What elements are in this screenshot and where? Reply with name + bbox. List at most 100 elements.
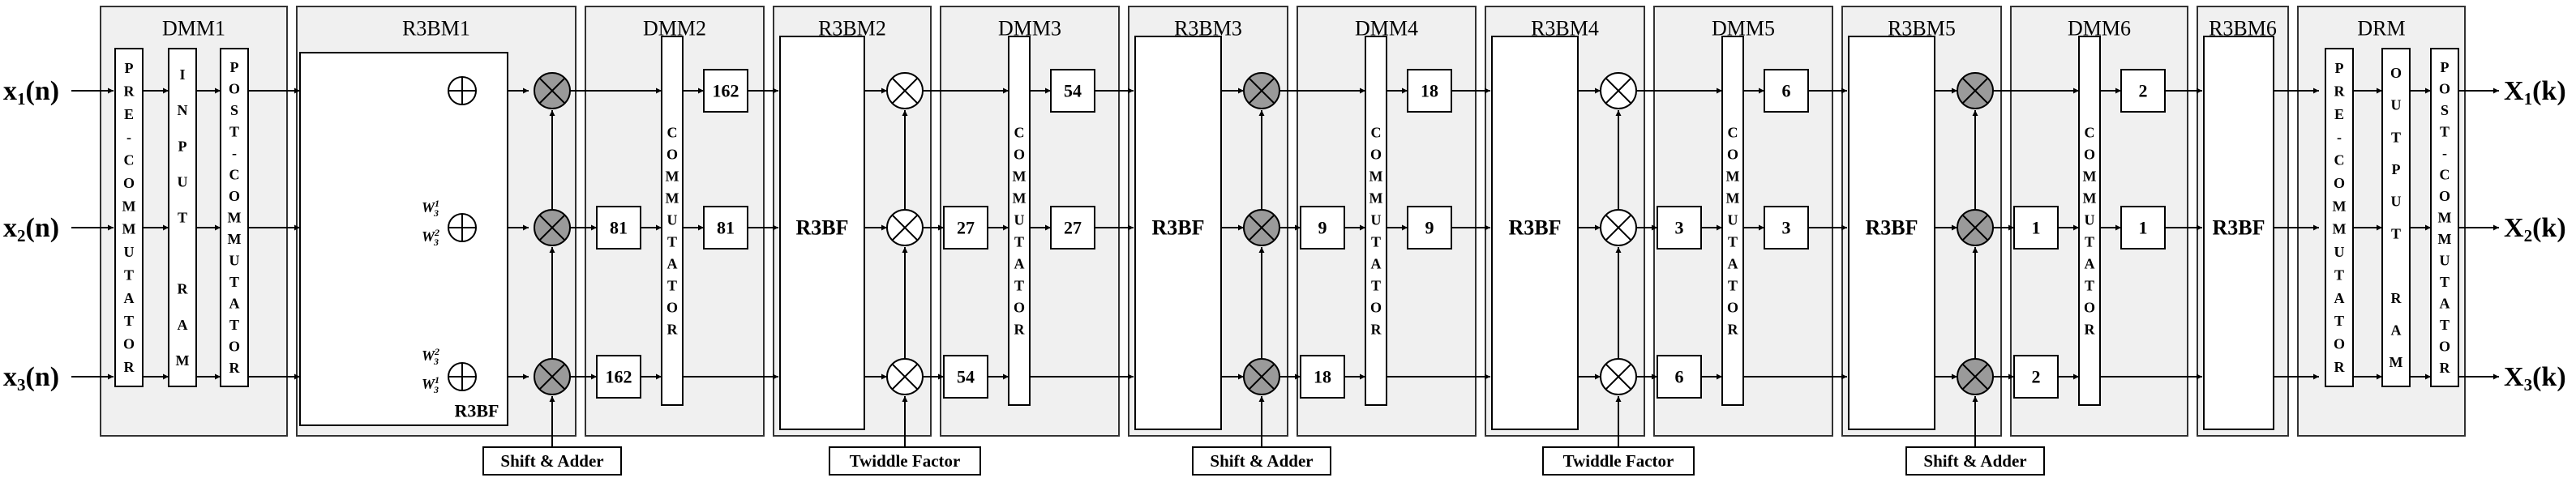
multiplier-cross bbox=[1248, 363, 1275, 390]
dmm5-output-delay-value: 6 bbox=[1782, 81, 1791, 101]
dmm2-input-delay-block bbox=[596, 206, 641, 250]
r3bm3-r3bf-label: R3BF bbox=[1152, 216, 1205, 240]
multiplier-cross bbox=[891, 214, 919, 241]
multiplier-cross bbox=[538, 363, 566, 390]
input-label-x1: x1(n) bbox=[3, 76, 59, 109]
dmm4-title: DMM4 bbox=[1355, 17, 1418, 41]
dmm1-block-2 bbox=[220, 48, 249, 387]
dmm2-output-delay-value: 81 bbox=[717, 218, 735, 238]
adder bbox=[448, 362, 477, 391]
dmm4-input-delay-block bbox=[1300, 206, 1345, 250]
shift-multiplier bbox=[1243, 358, 1280, 395]
dmm1-title: DMM1 bbox=[162, 17, 225, 41]
dmm6-title: DMM6 bbox=[2068, 17, 2131, 41]
dmm6-output-delay-block bbox=[2120, 206, 2166, 250]
adder bbox=[448, 213, 477, 242]
dmm5-input-delay-block bbox=[1657, 206, 1702, 250]
dmm3-input-delay-value: 27 bbox=[957, 218, 975, 238]
input-label-x3: x3(n) bbox=[3, 362, 59, 395]
dmm6-output-delay-block bbox=[2120, 69, 2166, 113]
dmm5-output-delay-block bbox=[1764, 206, 1809, 250]
twiddle-multiplier bbox=[886, 209, 924, 246]
twiddle-multiplier bbox=[1600, 209, 1637, 246]
dmm3-output-delay-block bbox=[1050, 206, 1095, 250]
r3bm4-r3bf-label: R3BF bbox=[1509, 216, 1562, 240]
twiddle-factor-label: Twiddle Factor bbox=[850, 451, 961, 471]
multiplier-cross bbox=[1961, 214, 1989, 241]
dmm3-input-delay-block bbox=[943, 206, 988, 250]
output-label-X3: X3(k) bbox=[2504, 362, 2566, 395]
dmm3-input-delay-block bbox=[943, 355, 988, 399]
dmm4-output-delay-block bbox=[1407, 206, 1452, 250]
r3bm2-r3bf-block bbox=[779, 36, 865, 430]
dmm2-output-delay-block bbox=[703, 206, 748, 250]
dmm2-input-delay-value: 162 bbox=[606, 367, 632, 387]
twiddle-multiplier bbox=[1600, 358, 1637, 395]
dmm6-input-delay-block bbox=[2013, 206, 2059, 250]
multiplier-cross bbox=[1961, 77, 1989, 105]
multiplier-column-1 bbox=[534, 72, 571, 395]
dmm4-input-delay-value: 18 bbox=[1314, 367, 1331, 387]
r3bm5-r3bf-label: R3BF bbox=[1866, 216, 1918, 240]
r3bm2-title: R3BM2 bbox=[818, 17, 886, 41]
multiplier-column-4 bbox=[1600, 72, 1637, 395]
dmm2-title: DMM2 bbox=[643, 17, 706, 41]
dmm2-commutator-block bbox=[661, 36, 684, 406]
drm-title: DRM bbox=[2357, 17, 2405, 41]
dmm6-commutator-block bbox=[2078, 36, 2101, 406]
shift-adder-box bbox=[1905, 446, 2045, 476]
r3bm1-title: R3BM1 bbox=[402, 17, 470, 41]
dmm2-input-delay-block bbox=[596, 355, 641, 399]
dmm5-input-delay-value: 6 bbox=[1675, 367, 1684, 387]
dmm5-input-delay-value: 3 bbox=[1675, 218, 1684, 238]
r3bm6-title: R3BM6 bbox=[2209, 17, 2277, 41]
dmm5-commutator-block bbox=[1721, 36, 1744, 406]
dmm1-block-1 bbox=[168, 48, 197, 387]
twiddle-factor-label: Twiddle Factor bbox=[1563, 451, 1674, 471]
multiplier-cross bbox=[1248, 77, 1275, 105]
multiplier-cross bbox=[538, 214, 566, 241]
shift-adder-box bbox=[1192, 446, 1331, 476]
r3bm4-r3bf-block bbox=[1491, 36, 1579, 430]
dmm3-commutator-block bbox=[1008, 36, 1031, 406]
output-label-X2: X2(k) bbox=[2504, 213, 2566, 246]
dmm5-output-delay-value: 3 bbox=[1782, 218, 1791, 238]
r3bm5-r3bf-block bbox=[1848, 36, 1935, 430]
r3bm2-r3bf-label: R3BF bbox=[796, 216, 849, 240]
shift-adder-label: Shift & Adder bbox=[1210, 451, 1313, 471]
dmm5-input-delay-block bbox=[1657, 355, 1702, 399]
dmm4-output-delay-value: 18 bbox=[1421, 81, 1438, 101]
drm-block-0 bbox=[2325, 48, 2354, 387]
shift-adder-label: Shift & Adder bbox=[1923, 451, 2026, 471]
shift-multiplier bbox=[1957, 72, 1994, 109]
shift-multiplier bbox=[1243, 209, 1280, 246]
twiddle-multiplier bbox=[1600, 72, 1637, 109]
dmm4-input-delay-block bbox=[1300, 355, 1345, 399]
r3bm5-title: R3BM5 bbox=[1888, 17, 1956, 41]
shift-multiplier bbox=[1243, 72, 1280, 109]
dmm6-output-delay-value: 1 bbox=[2139, 218, 2148, 238]
r3bm6-r3bf-block bbox=[2203, 36, 2274, 430]
dmm6-output-delay-value: 2 bbox=[2139, 81, 2148, 101]
r3bf-detail-box bbox=[299, 52, 508, 426]
multiplier-cross bbox=[891, 77, 919, 105]
multiplier-column-5 bbox=[1957, 72, 1994, 395]
multiplier-cross bbox=[1248, 214, 1275, 241]
r3bf-detail-label: R3BF bbox=[455, 401, 499, 421]
r3bm3-r3bf-block bbox=[1134, 36, 1222, 430]
dmm2-output-delay-value: 162 bbox=[713, 81, 739, 101]
dmm3-output-delay-value: 54 bbox=[1064, 81, 1082, 101]
adder bbox=[448, 76, 477, 105]
